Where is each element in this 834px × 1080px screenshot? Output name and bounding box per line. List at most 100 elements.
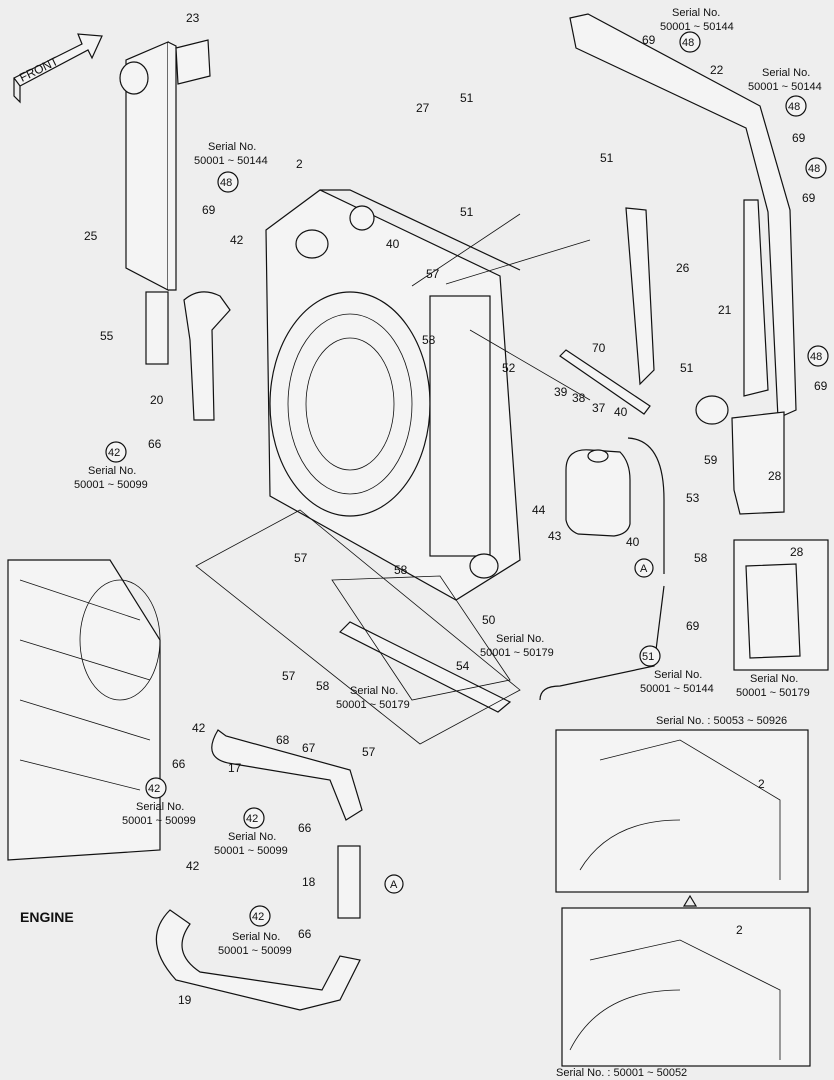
- hose-20: [183, 291, 231, 421]
- svg-text:A: A: [640, 563, 648, 575]
- svg-text:42: 42: [252, 911, 264, 923]
- ref-48-e: 48: [807, 345, 829, 367]
- frame-part: [569, 13, 797, 419]
- label-50: 50: [482, 613, 496, 627]
- serial-6-title: Serial No.: [654, 669, 702, 681]
- inset-bottom: [561, 907, 811, 1067]
- sponge-54: [338, 621, 512, 713]
- hose-17: [211, 729, 363, 821]
- label-58-a: 58: [422, 333, 436, 347]
- label-28: 28: [768, 469, 782, 483]
- label-27: 27: [416, 101, 430, 115]
- serial-11-range: 50001 ~ 50099: [218, 945, 292, 957]
- label-44: 44: [532, 503, 546, 517]
- serial-3-title: Serial No.: [762, 67, 810, 79]
- label-54: 54: [456, 659, 470, 673]
- label-70: 70: [592, 341, 606, 355]
- label-69-a: 69: [202, 203, 216, 217]
- ref-a-1: A: [634, 558, 654, 578]
- svg-text:42: 42: [246, 813, 258, 825]
- label-57-c: 57: [282, 669, 296, 683]
- stay-part: [625, 207, 655, 386]
- ref-48-a: 48: [217, 171, 239, 193]
- label-20: 20: [150, 393, 164, 407]
- serial-7-title: Serial No.: [750, 673, 798, 685]
- ref-42-a: 42: [105, 441, 127, 463]
- label-28-inset: 28: [790, 545, 804, 559]
- label-53: 53: [686, 491, 700, 505]
- label-42-c: 42: [192, 721, 206, 735]
- serial-2-range: 50001 ~ 50144: [660, 21, 734, 33]
- serial-inset-bottom: Serial No. : 50001 ~ 50052: [556, 1067, 687, 1079]
- ref-51: 51: [639, 645, 661, 667]
- engine-label: ENGINE: [20, 909, 74, 925]
- serial-9-range: 50001 ~ 50099: [122, 815, 196, 827]
- label-67: 67: [302, 741, 316, 755]
- label-37: 37: [592, 401, 606, 415]
- front-arrow-icon: FRONT: [13, 33, 103, 104]
- label-51-d: 51: [680, 361, 694, 375]
- label-68: 68: [276, 733, 290, 747]
- label-42-b: 42: [186, 859, 200, 873]
- label-51-b: 51: [460, 205, 474, 219]
- label-51-c: 51: [600, 151, 614, 165]
- serial-7-range: 50001 ~ 50179: [736, 687, 810, 699]
- label-22: 22: [710, 63, 724, 77]
- front-label: FRONT: [17, 54, 61, 85]
- label-23: 23: [186, 11, 200, 25]
- label-57-a: 57: [426, 267, 440, 281]
- label-66-c: 66: [298, 821, 312, 835]
- label-39: 39: [554, 385, 568, 399]
- serial-11-title: Serial No.: [232, 931, 280, 943]
- ref-a-2: A: [384, 874, 404, 894]
- label-58-c: 58: [394, 563, 408, 577]
- svg-text:48: 48: [682, 37, 694, 49]
- label-69-f: 69: [686, 619, 700, 633]
- label-42-a: 42: [230, 233, 244, 247]
- serial-3-range: 50001 ~ 50144: [748, 81, 822, 93]
- label-57-b: 57: [294, 551, 308, 565]
- label-51-a: 51: [460, 91, 474, 105]
- label-69-d: 69: [802, 191, 816, 205]
- label-52: 52: [502, 361, 516, 375]
- label-17: 17: [228, 761, 242, 775]
- label-69-c: 69: [792, 131, 806, 145]
- label-58-d: 58: [316, 679, 330, 693]
- svg-text:48: 48: [788, 101, 800, 113]
- label-69-e: 69: [814, 379, 828, 393]
- hose-53: [539, 585, 665, 701]
- label-57-d: 57: [362, 745, 376, 759]
- engine-part: [7, 559, 161, 861]
- svg-text:48: 48: [808, 163, 820, 175]
- svg-text:51: 51: [642, 651, 654, 663]
- ref-42-b: 42: [145, 777, 167, 799]
- inset-top: [555, 729, 809, 893]
- label-26: 26: [676, 261, 690, 275]
- label-40-a: 40: [386, 237, 400, 251]
- serial-6-range: 50001 ~ 50144: [640, 683, 714, 695]
- cap-part: [695, 395, 729, 425]
- serial-10-range: 50001 ~ 50099: [214, 845, 288, 857]
- rubber-part: [731, 411, 785, 515]
- svg-text:A: A: [390, 879, 398, 891]
- serial-8-title: Serial No.: [350, 685, 398, 697]
- svg-text:48: 48: [810, 351, 822, 363]
- sponge-70: [559, 349, 651, 415]
- serial-8-range: 50001 ~ 50179: [336, 699, 410, 711]
- ref-42-c: 42: [243, 807, 265, 829]
- label-66-d: 66: [298, 927, 312, 941]
- serial-2-title: Serial No.: [672, 7, 720, 19]
- label-58-b: 58: [694, 551, 708, 565]
- label-21: 21: [718, 303, 732, 317]
- serial-5-range: 50001 ~ 50179: [480, 647, 554, 659]
- serial-4-title: Serial No.: [88, 465, 136, 477]
- serial-4-range: 50001 ~ 50099: [74, 479, 148, 491]
- ref-42-d: 42: [249, 905, 271, 927]
- label-55: 55: [100, 329, 114, 343]
- label-40-c: 40: [626, 535, 640, 549]
- duct-part: [119, 39, 211, 365]
- svg-text:42: 42: [108, 447, 120, 459]
- reserve-tank: [565, 449, 631, 537]
